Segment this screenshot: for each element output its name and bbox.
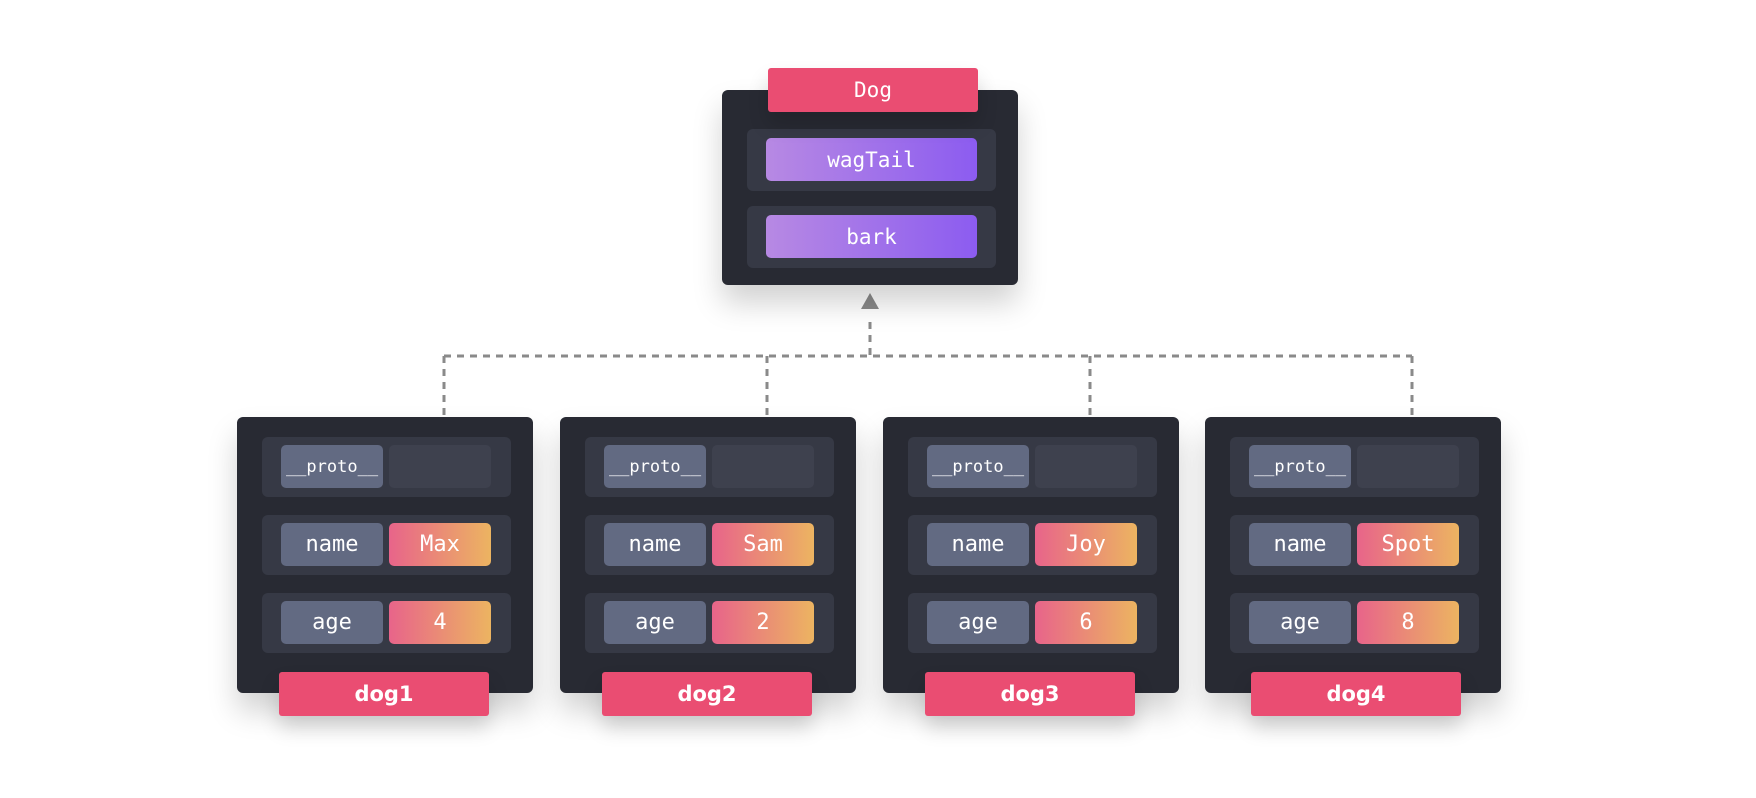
field-value-age: 8	[1357, 601, 1459, 644]
dog-prototype-card: wagTail bark	[722, 90, 1018, 285]
proto-key: __proto__	[281, 445, 383, 488]
field-row-name: name Spot	[1230, 515, 1479, 575]
field-key-age: age	[1249, 601, 1351, 644]
proto-pointer-slot	[1035, 445, 1137, 488]
instance-label-dog1: dog1	[279, 672, 489, 716]
method-wagtail: wagTail	[766, 138, 977, 181]
proto-key: __proto__	[927, 445, 1029, 488]
field-row-age: age 2	[585, 593, 834, 653]
field-key-age: age	[604, 601, 706, 644]
proto-key: __proto__	[1249, 445, 1351, 488]
instance-card-dog4: __proto__ name Spot age 8	[1205, 417, 1501, 693]
field-key-age: age	[927, 601, 1029, 644]
field-key-name: name	[604, 523, 706, 566]
field-key-name: name	[927, 523, 1029, 566]
field-key-name: name	[1249, 523, 1351, 566]
proto-pointer-slot	[1357, 445, 1459, 488]
field-row-age: age 4	[262, 593, 511, 653]
field-value-name: Max	[389, 523, 491, 566]
field-row-age: age 8	[1230, 593, 1479, 653]
method-bark: bark	[766, 215, 977, 258]
field-value-name: Joy	[1035, 523, 1137, 566]
field-row-age: age 6	[908, 593, 1157, 653]
proto-pointer-slot	[712, 445, 814, 488]
field-row-name: name Max	[262, 515, 511, 575]
field-key-name: name	[281, 523, 383, 566]
instance-card-dog3: __proto__ name Joy age 6	[883, 417, 1179, 693]
field-value-name: Sam	[712, 523, 814, 566]
field-row-name: name Sam	[585, 515, 834, 575]
proto-pointer-slot	[389, 445, 491, 488]
field-key-age: age	[281, 601, 383, 644]
method-row-wagtail: wagTail	[747, 129, 996, 191]
field-value-age: 2	[712, 601, 814, 644]
instance-label-dog4: dog4	[1251, 672, 1461, 716]
instance-card-dog1: __proto__ name Max age 4	[237, 417, 533, 693]
proto-row: __proto__	[908, 437, 1157, 497]
field-row-name: name Joy	[908, 515, 1157, 575]
field-value-age: 6	[1035, 601, 1137, 644]
dog-prototype-title: Dog	[768, 68, 978, 112]
proto-row: __proto__	[262, 437, 511, 497]
link-arrowhead	[861, 293, 879, 309]
proto-row: __proto__	[585, 437, 834, 497]
field-value-name: Spot	[1357, 523, 1459, 566]
proto-key: __proto__	[604, 445, 706, 488]
instance-label-dog2: dog2	[602, 672, 812, 716]
field-value-age: 4	[389, 601, 491, 644]
method-row-bark: bark	[747, 206, 996, 268]
instance-label-dog3: dog3	[925, 672, 1135, 716]
instance-card-dog2: __proto__ name Sam age 2	[560, 417, 856, 693]
proto-row: __proto__	[1230, 437, 1479, 497]
